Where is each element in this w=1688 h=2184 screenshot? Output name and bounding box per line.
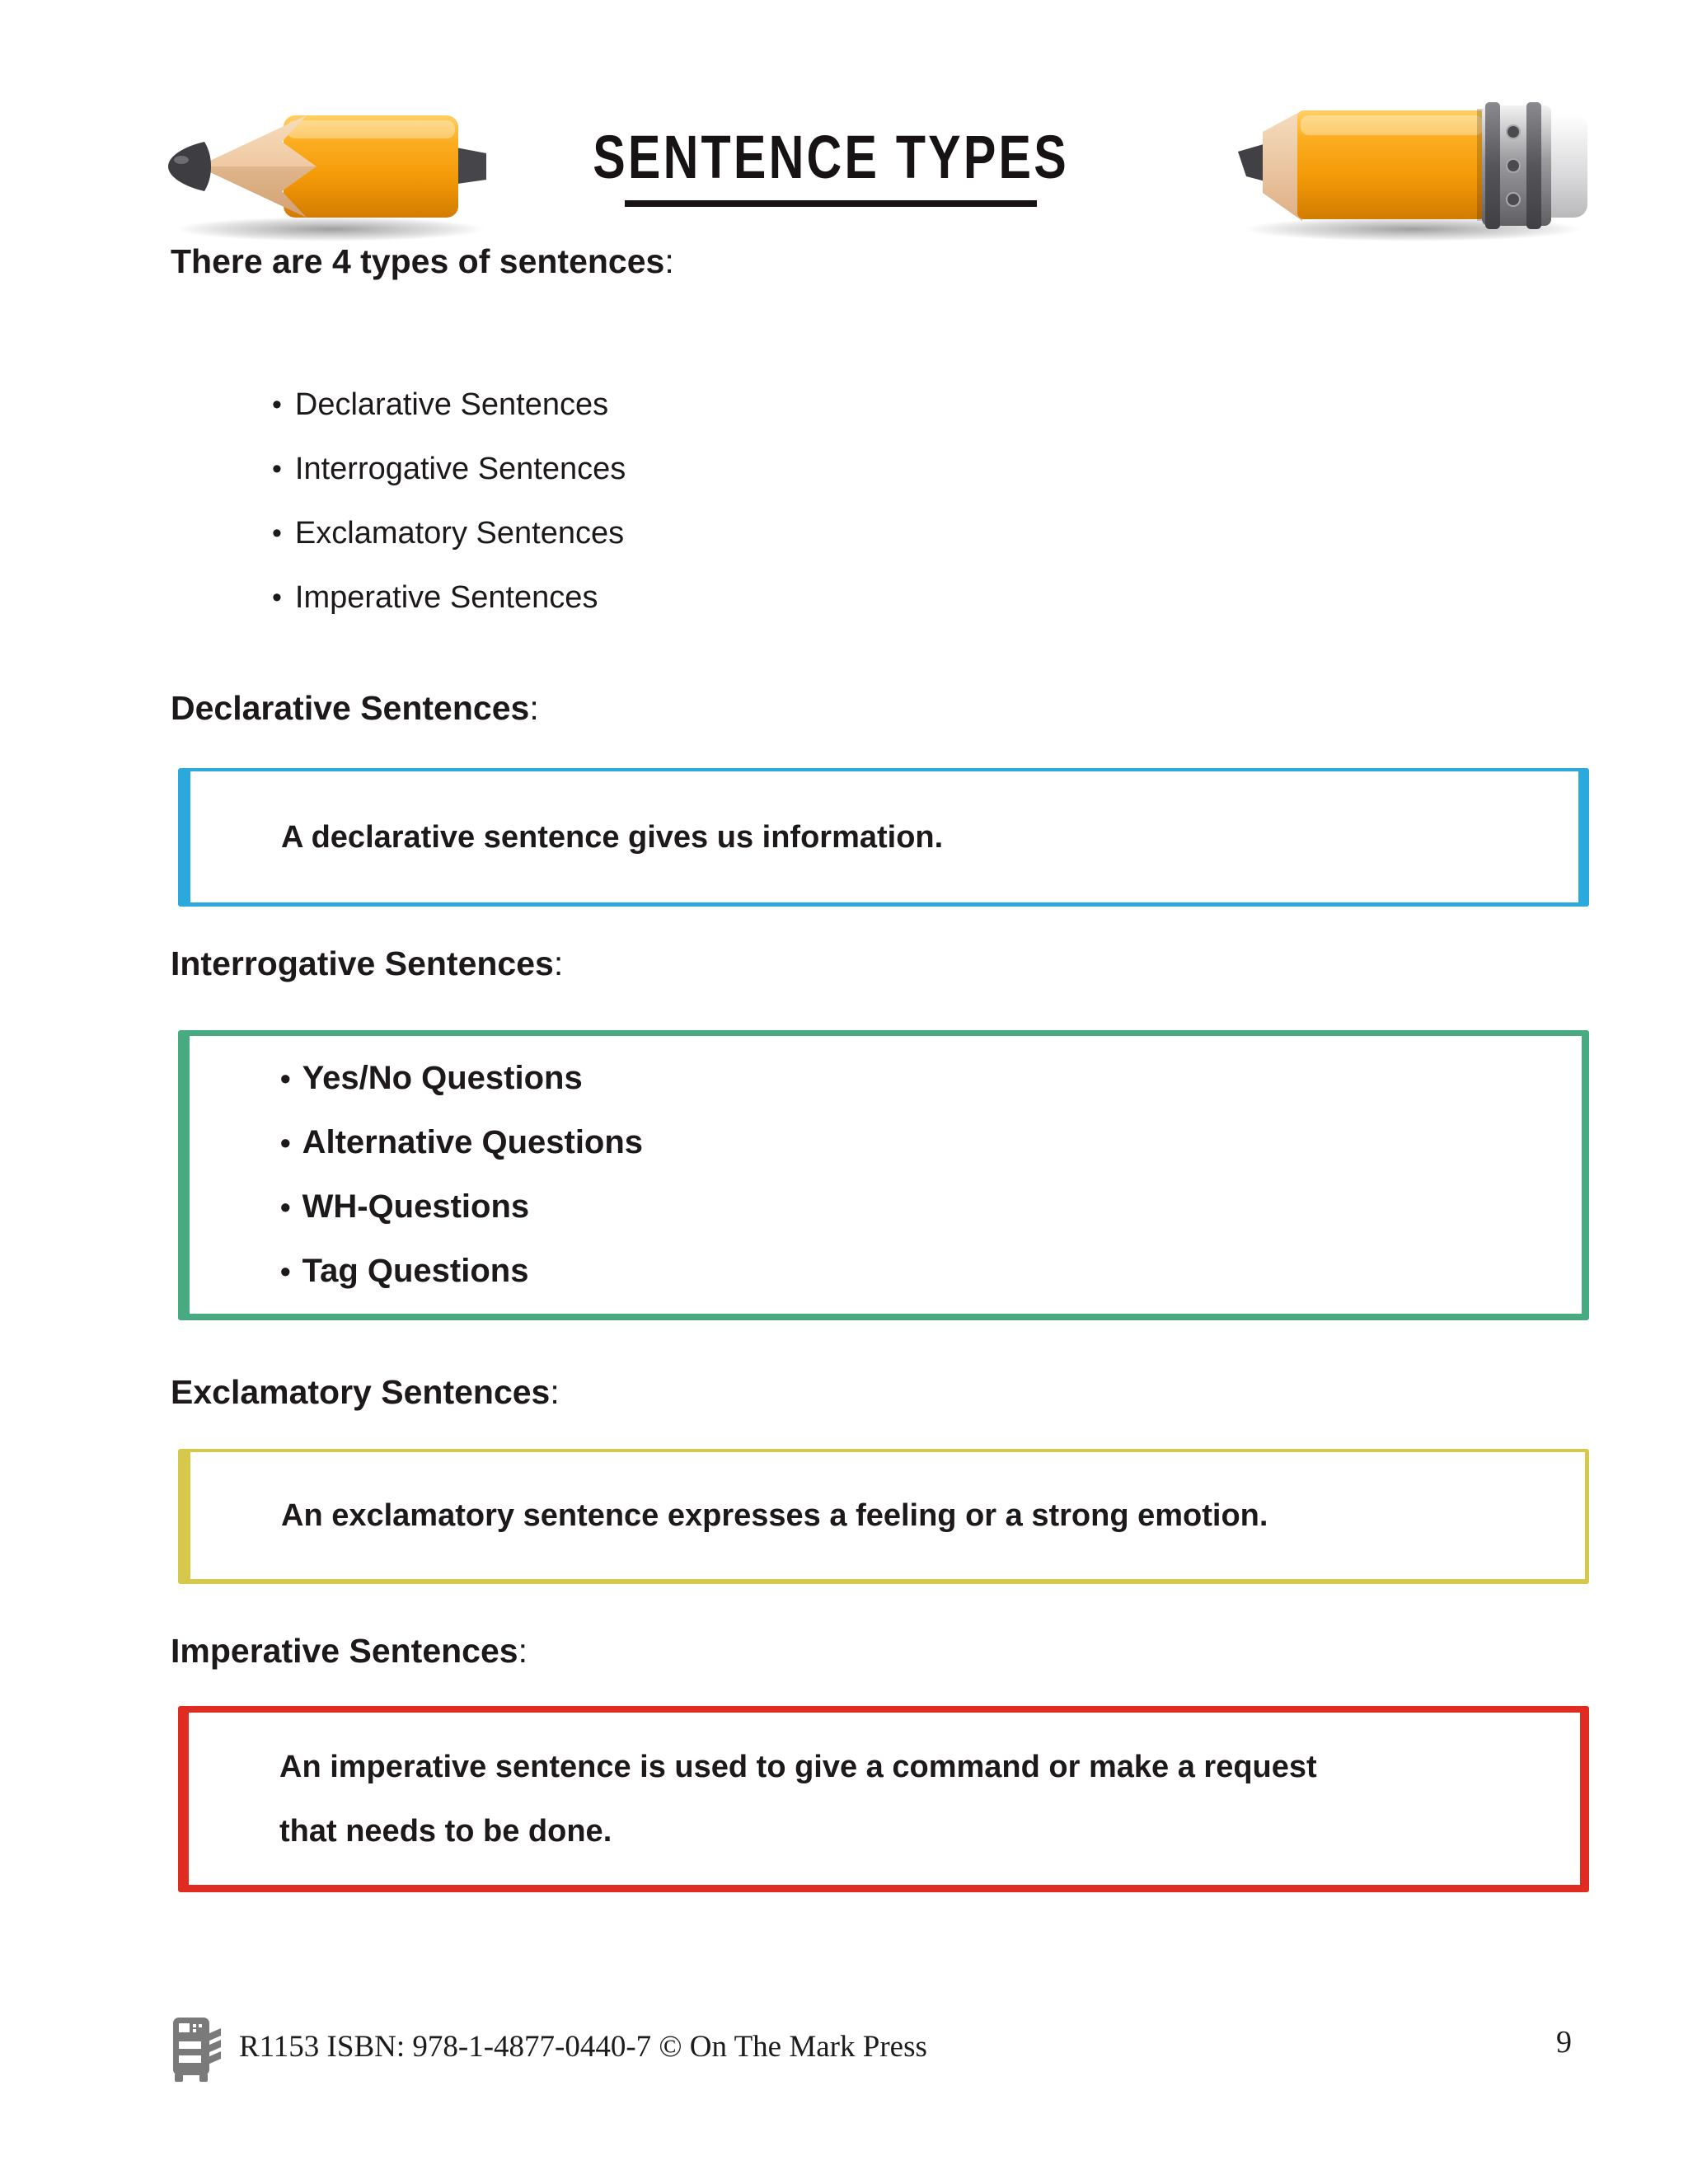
definition-text-line: An imperative sentence is used to give a… [279,1749,1317,1784]
list-item: • Exclamatory Sentences [272,501,626,565]
section-heading-text: Exclamatory Sentences [171,1373,551,1411]
intro-heading-colon: : [664,242,674,280]
list-item: • Alternative Questions [280,1111,1516,1175]
list-item-label: WH-Questions [302,1188,530,1225]
list-item: • Yes/No Questions [280,1047,1516,1111]
list-item: • Imperative Sentences [272,565,626,630]
definition-text-line: that needs to be done. [279,1813,612,1849]
bullet-icon: • [280,1125,291,1160]
section-heading-colon: : [529,689,539,727]
definition-text: An exclamatory sentence expresses a feel… [281,1498,1268,1533]
definition-box-exclamatory: An exclamatory sentence expresses a feel… [178,1449,1589,1584]
bullet-icon: • [280,1254,291,1288]
definition-text: A declarative sentence gives us informat… [281,819,944,855]
list-item-label: Imperative Sentences [294,579,598,615]
list-item-label: Exclamatory Sentences [294,515,625,551]
sentence-types-list: • Declarative Sentences • Interrogative Se… [272,373,626,630]
section-heading-text: Interrogative Sentences [171,944,554,982]
list-item: • Tag Questions [280,1240,1516,1304]
bullet-icon: • [272,388,282,420]
section-heading-interrogative: Interrogative Sentences: [171,944,563,983]
list-item-label: Interrogative Sentences [294,451,626,486]
definition-box-interrogative: • Yes/No Questions • Alternative Questions… [178,1030,1589,1320]
intro-heading-text: There are 4 types of sentences [171,242,665,280]
pencil-eraser-icon [1225,89,1589,247]
footer-text: R1153 ISBN: 978-1-4877-0440-7 © On The M… [239,2030,927,2064]
list-item: • Interrogative Sentences [272,437,626,501]
definition-box-declarative: A declarative sentence gives us informat… [178,768,1589,907]
page-number: 9 [1556,2025,1572,2060]
section-heading-text: Imperative Sentences [171,1632,518,1670]
page-title: SENTENCE TYPES [593,123,1069,191]
list-item: • WH-Questions [280,1175,1516,1240]
section-heading-colon: : [550,1373,560,1411]
bullet-icon: • [272,452,282,485]
list-item-label: Alternative Questions [302,1124,644,1160]
bullet-icon: • [280,1189,291,1224]
copier-icon [171,2011,223,2087]
list-item-label: Declarative Sentences [294,387,609,422]
pencil-tip-icon [162,96,493,246]
title-underline [625,200,1037,207]
bullet-icon: • [272,581,282,613]
intro-heading: There are 4 types of sentences: [171,242,674,281]
list-item: • Declarative Sentences [272,373,626,437]
section-heading-colon: : [553,944,564,982]
section-heading-declarative: Declarative Sentences: [171,689,539,728]
bullet-icon: • [280,1061,291,1095]
section-heading-colon: : [518,1632,528,1670]
section-heading-text: Declarative Sentences [171,689,530,727]
list-item-label: Yes/No Questions [302,1060,583,1096]
definition-box-imperative: An imperative sentence is used to give a… [178,1706,1589,1892]
section-heading-exclamatory: Exclamatory Sentences: [171,1373,560,1412]
page-title-block: SENTENCE TYPES [419,122,1243,207]
list-item-label: Tag Questions [302,1253,529,1289]
section-heading-imperative: Imperative Sentences: [171,1632,528,1671]
bullet-icon: • [272,517,282,549]
